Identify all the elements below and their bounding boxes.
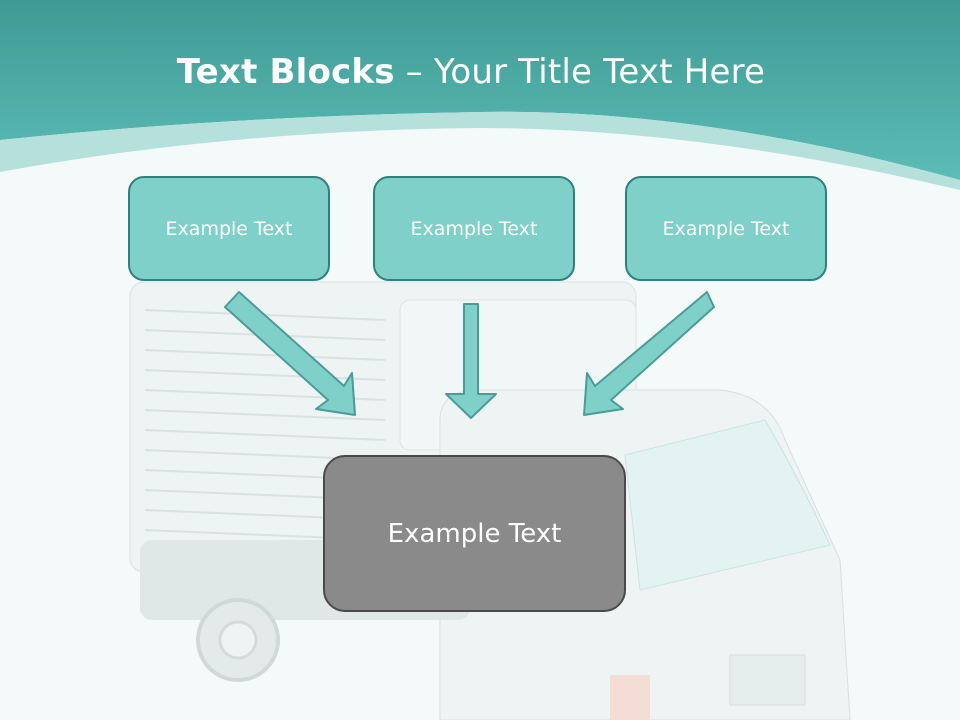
text-block-1[interactable]: Example Text	[128, 176, 330, 281]
text-block-3-label: Example Text	[662, 217, 790, 240]
text-block-2[interactable]: Example Text	[373, 176, 575, 281]
title-rest: Your Title Text Here	[433, 52, 766, 92]
text-block-1-label: Example Text	[165, 217, 293, 240]
center-text-block-label: Example Text	[387, 518, 562, 549]
middle-arrow	[445, 303, 497, 419]
page-title: Text Blocks – Your Title Text Here	[0, 52, 942, 92]
title-bold: Text Blocks	[176, 52, 395, 92]
text-block-2-label: Example Text	[410, 217, 538, 240]
right-arrow	[583, 291, 715, 416]
text-block-3[interactable]: Example Text	[625, 176, 827, 281]
title-separator: –	[394, 52, 434, 92]
center-text-block[interactable]: Example Text	[323, 455, 626, 612]
left-arrow	[224, 291, 356, 416]
